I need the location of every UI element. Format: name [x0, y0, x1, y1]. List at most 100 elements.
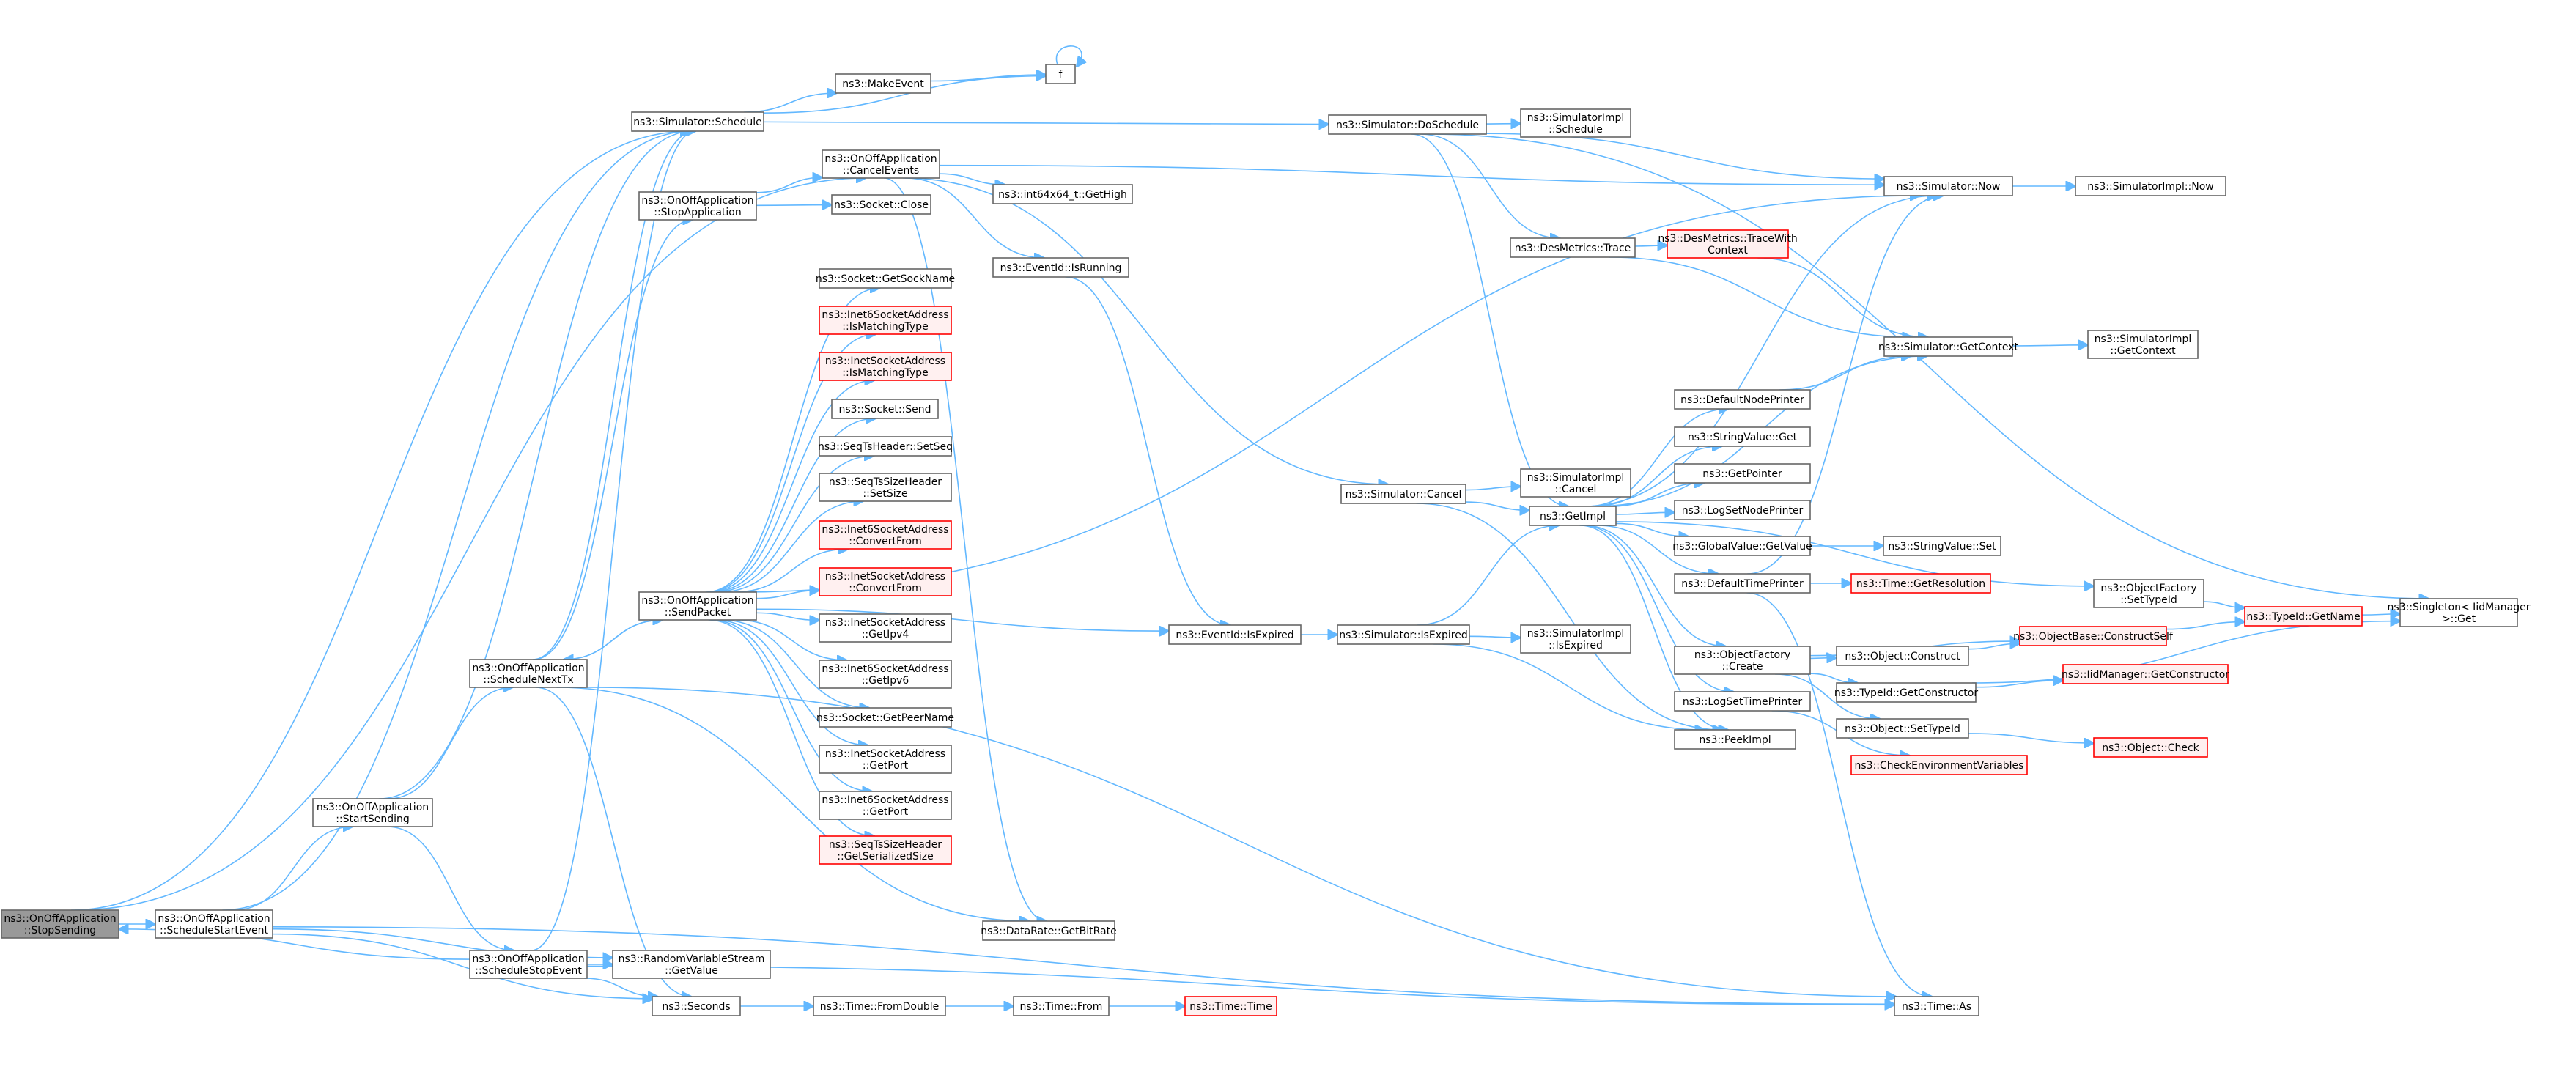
node-f[interactable]: f [1045, 64, 1076, 84]
node-stopSending[interactable]: ns3::OnOffApplication::StopSending [1, 909, 119, 939]
node-socketClose[interactable]: ns3::Socket::Close [831, 194, 931, 215]
node-singletonGet[interactable]: ns3::Singleton< IidManager >::Get [2388, 598, 2531, 627]
node-defaultNodePrinter[interactable]: ns3::DefaultNodePrinter [1674, 389, 1811, 410]
node-objectBaseConstructSelf[interactable]: ns3::ObjectBase::ConstructSelf [2013, 626, 2174, 646]
node-dataRateGetBitRate[interactable]: ns3::DataRate::GetBitRate [981, 920, 1117, 941]
node-inetIsMatching[interactable]: ns3::InetSocketAddress::IsMatchingType [819, 352, 952, 381]
node-peekImpl[interactable]: ns3::PeekImpl [1674, 729, 1796, 750]
node-cancelEvents[interactable]: ns3::OnOffApplication::CancelEvents [822, 149, 940, 179]
node-label: ns3::Time::Time [1189, 1001, 1272, 1013]
node-getImpl[interactable]: ns3::GetImpl [1529, 506, 1617, 526]
node-simCancel[interactable]: ns3::Simulator::Cancel [1340, 484, 1466, 504]
node-inet6GetPort[interactable]: ns3::Inet6SocketAddress::GetPort [819, 791, 952, 820]
node-desMetricsTrace[interactable]: ns3::DesMetrics::Trace [1510, 237, 1636, 258]
node-objectFactoryCreate[interactable]: ns3::ObjectFactory::Create [1674, 646, 1811, 675]
node-simImplNow[interactable]: ns3::SimulatorImpl::Now [2075, 176, 2226, 196]
node-randomGetValue[interactable]: ns3::RandomVariableStream::GetValue [612, 950, 771, 979]
node-label: ns3::InetSocketAddress [825, 355, 945, 367]
node-label: ns3::OnOffApplication [317, 802, 429, 813]
node-stringValueGet[interactable]: ns3::StringValue::Get [1674, 426, 1811, 447]
edge-sendPacket-to-inet6GetPort [710, 619, 872, 791]
node-makeEvent[interactable]: ns3::MakeEvent [835, 73, 931, 94]
node-int64GetHigh[interactable]: ns3::int64x64_t::GetHigh [992, 184, 1133, 204]
edge-getImpl-to-defaultTimePrinter [1596, 525, 1719, 574]
node-inetGetIpv4[interactable]: ns3::InetSocketAddress::GetIpv4 [819, 613, 952, 643]
edge-objectSetTypeId-to-objectCheck [1968, 733, 2094, 743]
node-inet6ConvertFrom[interactable]: ns3::Inet6SocketAddress::ConvertFrom [819, 520, 952, 550]
node-box [2244, 606, 2363, 627]
node-objectConstruct[interactable]: ns3::Object::Construct [1836, 646, 1969, 666]
node-simNow[interactable]: ns3::Simulator::Now [1883, 176, 2013, 196]
node-box [819, 306, 952, 335]
node-typeIdGetName[interactable]: ns3::TypeId::GetName [2244, 606, 2363, 627]
node-iidManagerGetConstructor[interactable]: ns3::IidManager::GetConstructor [2062, 664, 2229, 684]
node-label: ns3::SeqTsHeader::SetSeq [818, 441, 953, 453]
node-label: ns3::LogSetNodePrinter [1682, 505, 1804, 517]
node-eventIdIsRunning[interactable]: ns3::EventId::IsRunning [992, 257, 1129, 278]
node-socketGetSockName[interactable]: ns3::Socket::GetSockName [816, 268, 955, 289]
node-defaultTimePrinter[interactable]: ns3::DefaultTimePrinter [1674, 573, 1811, 594]
node-objectCheck[interactable]: ns3::Object::Check [2093, 737, 2208, 758]
node-seqTsSizeGetSerialized[interactable]: ns3::SeqTsSizeHeader::GetSerializedSize [819, 835, 952, 865]
node-timeTime[interactable]: ns3::Time::Time [1184, 996, 1277, 1016]
node-label: ns3::SimulatorImpl::Now [2087, 181, 2214, 193]
node-simGetContext[interactable]: ns3::Simulator::GetContext [1878, 336, 2019, 357]
edge-simDoSchedule-to-getImpl [1411, 133, 1569, 506]
node-simImplCancel[interactable]: ns3::SimulatorImpl::Cancel [1520, 468, 1631, 498]
node-box [1520, 468, 1631, 498]
node-seconds[interactable]: ns3::Seconds [652, 996, 741, 1016]
node-scheduleStartEvent[interactable]: ns3::OnOffApplication::ScheduleStartEven… [155, 909, 273, 939]
node-label: ns3::EventId::IsExpired [1176, 629, 1293, 641]
node-stringValueSet[interactable]: ns3::StringValue::Set [1883, 536, 2001, 556]
node-startSending[interactable]: ns3::OnOffApplication::StartSending [312, 798, 433, 827]
node-objectSetTypeId[interactable]: ns3::Object::SetTypeId [1836, 718, 1969, 739]
node-label: ns3::Seconds [662, 1001, 730, 1013]
node-sendPacket[interactable]: ns3::OnOffApplication::SendPacket [638, 591, 757, 621]
node-seqTsSizeSetSize[interactable]: ns3::SeqTsSizeHeader::SetSize [819, 473, 952, 502]
node-timeGetResolution[interactable]: ns3::Time::GetResolution [1850, 573, 1991, 594]
node-logSetNodePrinter[interactable]: ns3::LogSetNodePrinter [1674, 500, 1811, 520]
node-label: ns3::Socket::GetPeerName [816, 712, 954, 724]
node-label: ::Schedule [1549, 124, 1603, 136]
node-label: ns3::GetPointer [1702, 468, 1782, 480]
node-scheduleStopEvent[interactable]: ns3::OnOffApplication::ScheduleStopEvent [469, 950, 588, 979]
node-label: ns3::SimulatorImpl [1527, 112, 1625, 124]
node-inet6IsMatching[interactable]: ns3::Inet6SocketAddress::IsMatchingType [819, 306, 952, 335]
node-socketSend[interactable]: ns3::Socket::Send [831, 399, 939, 419]
node-box [992, 257, 1129, 278]
node-label: ns3::DesMetrics::Trace [1515, 243, 1631, 254]
node-eventIdIsExpired[interactable]: ns3::EventId::IsExpired [1168, 624, 1302, 645]
node-simIsExpired[interactable]: ns3::Simulator::IsExpired [1337, 624, 1470, 645]
node-checkEnvVars[interactable]: ns3::CheckEnvironmentVariables [1850, 755, 2028, 775]
node-box [2087, 330, 2199, 359]
node-simImplSchedule[interactable]: ns3::SimulatorImpl::Schedule [1520, 108, 1631, 138]
node-seqTsSetSeq[interactable]: ns3::SeqTsHeader::SetSeq [818, 436, 953, 457]
node-timeFrom[interactable]: ns3::Time::From [1013, 996, 1110, 1016]
edge-stopApplication-to-socketClose [756, 205, 832, 206]
node-scheduleNextTx[interactable]: ns3::OnOffApplication::ScheduleNextTx [469, 659, 588, 688]
node-simSchedule[interactable]: ns3::Simulator::Schedule [631, 111, 764, 132]
node-label: ns3::SeqTsSizeHeader [829, 839, 942, 851]
node-stopApplication[interactable]: ns3::OnOffApplication::StopApplication [638, 191, 757, 221]
node-simImplIsExpired[interactable]: ns3::SimulatorImpl::IsExpired [1520, 624, 1631, 654]
node-objectFactorySetTypeId[interactable]: ns3::ObjectFactory::SetTypeId [2093, 579, 2204, 608]
node-typeIdGetConstructor[interactable]: ns3::TypeId::GetConstructor [1834, 682, 1978, 703]
node-box [992, 184, 1133, 204]
node-getPointer[interactable]: ns3::GetPointer [1674, 463, 1811, 484]
node-simDoSchedule[interactable]: ns3::Simulator::DoSchedule [1328, 114, 1487, 135]
node-label: ns3::SimulatorImpl [1527, 628, 1625, 640]
node-box [1168, 624, 1302, 645]
node-simImplGetContext[interactable]: ns3::SimulatorImpl::GetContext [2087, 330, 2199, 359]
node-label: ns3::Socket::GetSockName [816, 273, 955, 285]
node-timeAs[interactable]: ns3::Time::As [1894, 996, 1979, 1016]
node-socketGetPeerName[interactable]: ns3::Socket::GetPeerName [816, 707, 954, 728]
edge-sendPacket-to-inetIsMatching [708, 380, 874, 593]
node-label: ::Create [1722, 661, 1763, 673]
node-timeFromDouble[interactable]: ns3::Time::FromDouble [813, 996, 946, 1016]
node-inetConvertFrom[interactable]: ns3::InetSocketAddress::ConvertFrom [819, 567, 952, 596]
node-inet6GetIpv6[interactable]: ns3::Inet6SocketAddress::GetIpv6 [819, 660, 952, 689]
node-inetGetPort[interactable]: ns3::InetSocketAddress::GetPort [819, 745, 952, 774]
node-globalValueGetValue[interactable]: ns3::GlobalValue::GetValue [1672, 536, 1812, 556]
node-logSetTimePrinter[interactable]: ns3::LogSetTimePrinter [1674, 691, 1811, 712]
